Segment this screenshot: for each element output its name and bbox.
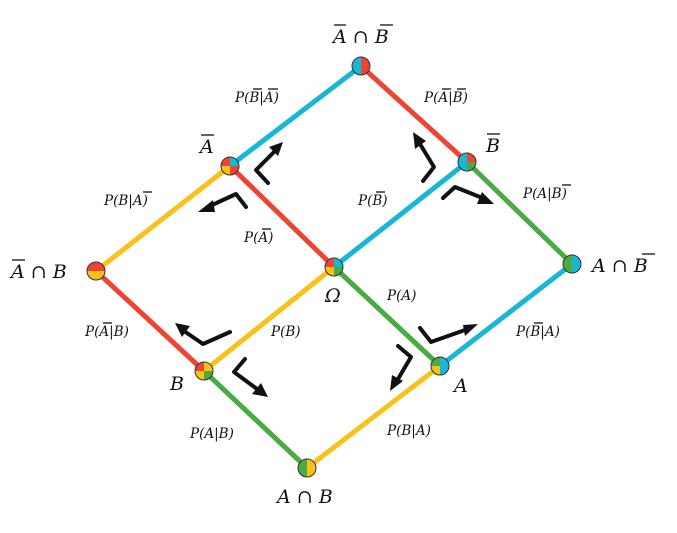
label-p-notA-given-notB: P(A|B): [423, 90, 468, 106]
node-notB: [457, 152, 477, 172]
turn-arrow-B-up: [175, 323, 232, 346]
node-A-and-notB: [562, 254, 582, 274]
label-A-and-B: A ∩ B: [275, 486, 333, 508]
node-A: [430, 356, 450, 376]
edge-omega-B: [201, 264, 337, 374]
label-p-notB-given-A: P(B|A): [515, 324, 560, 340]
edge-notA-notAB: [93, 163, 233, 274]
turn-arrow-B-down: [232, 357, 268, 397]
node-B: [194, 361, 214, 381]
label-p-notB-given-notA: P(B|A): [234, 90, 279, 106]
turn-arrow-notB-down: [441, 185, 494, 204]
edge-A-AB: [304, 363, 443, 471]
label-A: A: [452, 375, 468, 397]
edge-notB-AnotB: [464, 159, 575, 267]
node-notA-and-notB: [351, 56, 371, 76]
label-notA-and-B: A ∩ B: [9, 261, 67, 283]
edge-omega-notB: [331, 159, 470, 270]
label-p-B-given-A: P(B|A): [386, 423, 431, 439]
label-p-notB: P(B): [357, 193, 388, 209]
label-p-B-given-notA: P(B|A): [103, 193, 148, 209]
label-omega: Ω: [324, 285, 341, 307]
node-notA-and-B: [86, 261, 106, 281]
label-p-notA-given-B: P(A|B): [84, 324, 129, 340]
label-notB: B: [485, 135, 500, 157]
label-notA: A: [198, 136, 214, 158]
label-p-A-given-B: P(A|B): [189, 426, 234, 442]
edge-notA-notAnotB: [227, 63, 364, 169]
label-p-A-given-notB: P(A|B): [522, 186, 567, 202]
label-p-notA: P(A): [243, 230, 273, 246]
edge-B-AB: [201, 368, 310, 471]
edge-omega-A: [331, 264, 443, 369]
edge-notAB-B: [93, 268, 207, 374]
edge-AnotB-A: [437, 261, 575, 369]
label-B: B: [169, 373, 184, 395]
edge-omega-notA: [227, 163, 337, 270]
node-omega: [324, 257, 344, 277]
turn-arrow-A-up: [418, 324, 478, 344]
turn-arrow-notB-up: [413, 132, 436, 183]
label-A-and-notB: A ∩ B: [590, 255, 648, 277]
turn-arrow-A-down: [390, 344, 413, 391]
label-p-B: P(B): [270, 324, 301, 340]
edge-notAnotB-notB: [358, 63, 470, 165]
turn-arrow-notA-left: [198, 192, 248, 212]
label-notA-and-notB: A ∩ B: [331, 26, 389, 48]
node-A-and-B: [297, 458, 317, 478]
turn-arrow-notA-up: [254, 142, 283, 185]
label-p-A: P(A): [386, 288, 416, 304]
node-notA: [220, 156, 240, 176]
